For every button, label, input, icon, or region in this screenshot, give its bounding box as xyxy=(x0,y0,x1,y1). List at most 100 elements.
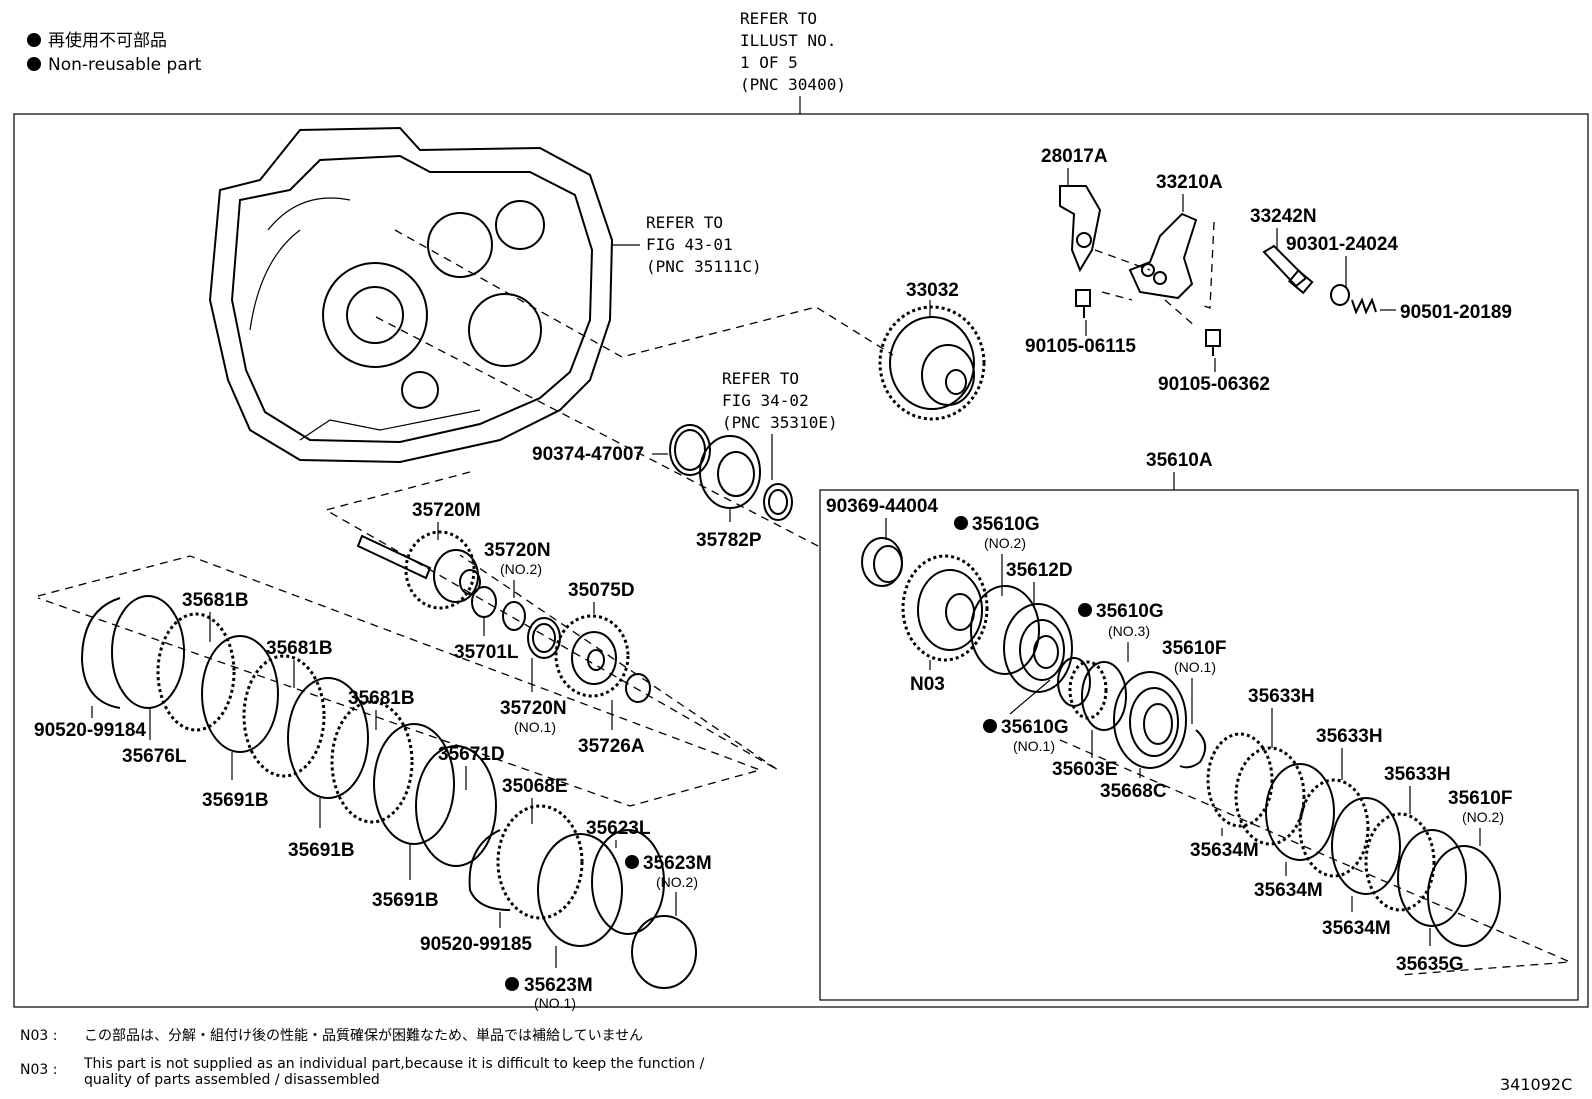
part-35634M-c: 35634M xyxy=(1322,896,1391,939)
label-35691B-c: 35691B xyxy=(372,890,439,911)
label-35610F-no1-sub: (NO.1) xyxy=(1174,659,1216,675)
part-35633H-a: 35633H xyxy=(1248,686,1315,748)
ref-illust-line: REFER TO xyxy=(740,9,817,28)
label-35623L: 35623L xyxy=(586,818,651,839)
part-35623M-no1: 35623M (NO.1) xyxy=(505,946,593,1011)
label-35720M: 35720M xyxy=(412,500,481,521)
part-35701L: 35701L xyxy=(454,586,519,663)
part-90520-99185: 90520-99185 xyxy=(420,912,532,955)
part-35691B-a: 35691B xyxy=(202,752,269,811)
non-reusable-bullet-icon xyxy=(27,57,41,71)
part-35634M-a: 35634M xyxy=(1190,828,1259,861)
label-90374-47007: 90374-47007 xyxy=(532,444,644,465)
label-35612D: 35612D xyxy=(1006,560,1073,581)
part-33210A: 33210A xyxy=(1128,172,1223,300)
non-reusable-bullet-icon xyxy=(983,719,997,733)
label-35623M-no2-sub: (NO.2) xyxy=(656,874,698,890)
legend: 再使用不可部品 Non-reusable part xyxy=(27,30,202,75)
label-N03: N03 xyxy=(910,674,945,695)
part-35633H-b: 35633H xyxy=(1316,726,1383,780)
label-35720N-no1: 35720N xyxy=(500,698,567,719)
part-35681B-b: 35681B xyxy=(266,638,333,688)
label-35634M-b: 35634M xyxy=(1254,880,1323,901)
non-reusable-bullet-icon xyxy=(27,33,41,47)
label-35610G-no3: 35610G xyxy=(1096,601,1164,622)
non-reusable-bullet-icon xyxy=(1078,603,1092,617)
ref-illust-line: ILLUST NO. xyxy=(740,31,836,50)
part-35681B-c: 35681B xyxy=(348,688,415,730)
label-35610F-no2: 35610F xyxy=(1448,788,1512,809)
label-35720N-no2: 35720N xyxy=(484,540,551,561)
label-35603E: 35603E xyxy=(1052,759,1118,780)
label-35634M-c: 35634M xyxy=(1322,918,1391,939)
label-35610G-no1: 35610G xyxy=(1001,717,1069,738)
part-90105-06115: 90105-06115 xyxy=(1025,289,1136,357)
label-35691B-b: 35691B xyxy=(288,840,355,861)
legend-jp: 再使用不可部品 xyxy=(48,30,167,51)
label-35681B-c: 35681B xyxy=(348,688,415,709)
ref-fig43-line: (PNC 35111C) xyxy=(646,257,762,276)
footer-notes: N03 : この部品は、分解・組付け後の性能・品質確保が困難なため、単品では補給… xyxy=(20,1028,1572,1094)
part-35681B-a: 35681B xyxy=(182,590,249,642)
label-35782P: 35782P xyxy=(696,530,762,551)
label-35633H-c: 35633H xyxy=(1384,764,1451,785)
label-35610F-no2-sub: (NO.2) xyxy=(1462,809,1504,825)
part-bearing-needle xyxy=(1057,657,1127,731)
label-35075D: 35075D xyxy=(568,580,635,601)
illustration-id: 341092C xyxy=(1500,1075,1572,1094)
part-33032: 33032 xyxy=(878,280,986,421)
transmission-case xyxy=(208,126,614,464)
ref-illust-line: (PNC 30400) xyxy=(740,75,846,94)
label-35610F-no1: 35610F xyxy=(1162,638,1226,659)
part-90369-44004: 90369-44004 xyxy=(826,496,938,587)
part-35623L: 35623L xyxy=(586,818,651,848)
ref-fig43: REFER TO FIG 43-01 (PNC 35111C) xyxy=(612,213,762,276)
label-35681B-a: 35681B xyxy=(182,590,249,611)
label-90105-06362: 90105-06362 xyxy=(1158,374,1270,395)
label-35633H-a: 35633H xyxy=(1248,686,1315,707)
part-90520-99184: 90520-99184 xyxy=(34,706,146,741)
label-35726A: 35726A xyxy=(578,736,645,757)
label-35681B-b: 35681B xyxy=(266,638,333,659)
label-35610G-no1-sub: (NO.1) xyxy=(1013,738,1055,754)
label-35068E: 35068E xyxy=(502,776,568,797)
part-35634M-b: 35634M xyxy=(1254,862,1323,901)
note-en-1: This part is not supplied as an individu… xyxy=(83,1056,705,1072)
label-28017A: 28017A xyxy=(1041,146,1108,167)
label-35634M-a: 35634M xyxy=(1190,840,1259,861)
label-35623M-no1: 35623M xyxy=(524,975,593,996)
label-35691B-a: 35691B xyxy=(202,790,269,811)
part-35075D: 35075D xyxy=(554,580,635,698)
part-35610G-no3: 35610G (NO.3) xyxy=(1078,601,1164,662)
label-35623M-no1-sub: (NO.1) xyxy=(534,995,576,1011)
part-35720M: 35720M xyxy=(356,500,481,610)
label-35623M-no2: 35623M xyxy=(643,853,712,874)
label-35676L: 35676L xyxy=(122,746,187,767)
part-35610A: 35610A xyxy=(819,450,1579,1001)
label-35610G-no3-sub: (NO.3) xyxy=(1108,623,1150,639)
legend-en: Non-reusable part xyxy=(48,55,202,75)
part-35068E: 35068E xyxy=(502,776,568,824)
label-90301-24024: 90301-24024 xyxy=(1286,234,1398,255)
part-35623M-no2: 35623M (NO.2) xyxy=(625,853,712,916)
ref-fig34: REFER TO FIG 34-02 (PNC 35310E) xyxy=(722,369,838,480)
non-reusable-bullet-icon xyxy=(505,977,519,991)
label-90501-20189: 90501-20189 xyxy=(1400,302,1512,323)
label-33242N: 33242N xyxy=(1250,206,1317,227)
label-35635G: 35635G xyxy=(1396,954,1464,975)
part-35610F-no1: 35610F (NO.1) xyxy=(1162,638,1226,769)
label-35701L: 35701L xyxy=(454,642,519,663)
part-28017A: 28017A xyxy=(1041,146,1108,273)
ref-fig43-line: FIG 43-01 xyxy=(646,235,733,254)
clutch-pack-right xyxy=(1206,732,1501,947)
label-90105-06115: 90105-06115 xyxy=(1025,336,1136,357)
diagram-frame xyxy=(13,113,1589,1008)
note-jp: この部品は、分解・組付け後の性能・品質確保が困難なため、単品では補給していません xyxy=(84,1028,643,1044)
label-33210A: 33210A xyxy=(1156,172,1223,193)
label-35610G-no2-sub: (NO.2) xyxy=(984,535,1026,551)
label-35610A: 35610A xyxy=(1146,450,1213,471)
part-90105-06362: 90105-06362 xyxy=(1158,329,1270,395)
part-35720N-no1: 35720N (NO.1) xyxy=(500,617,567,735)
part-90374-47007: 90374-47007 xyxy=(532,424,711,476)
part-35671D: 35671D xyxy=(438,744,505,790)
